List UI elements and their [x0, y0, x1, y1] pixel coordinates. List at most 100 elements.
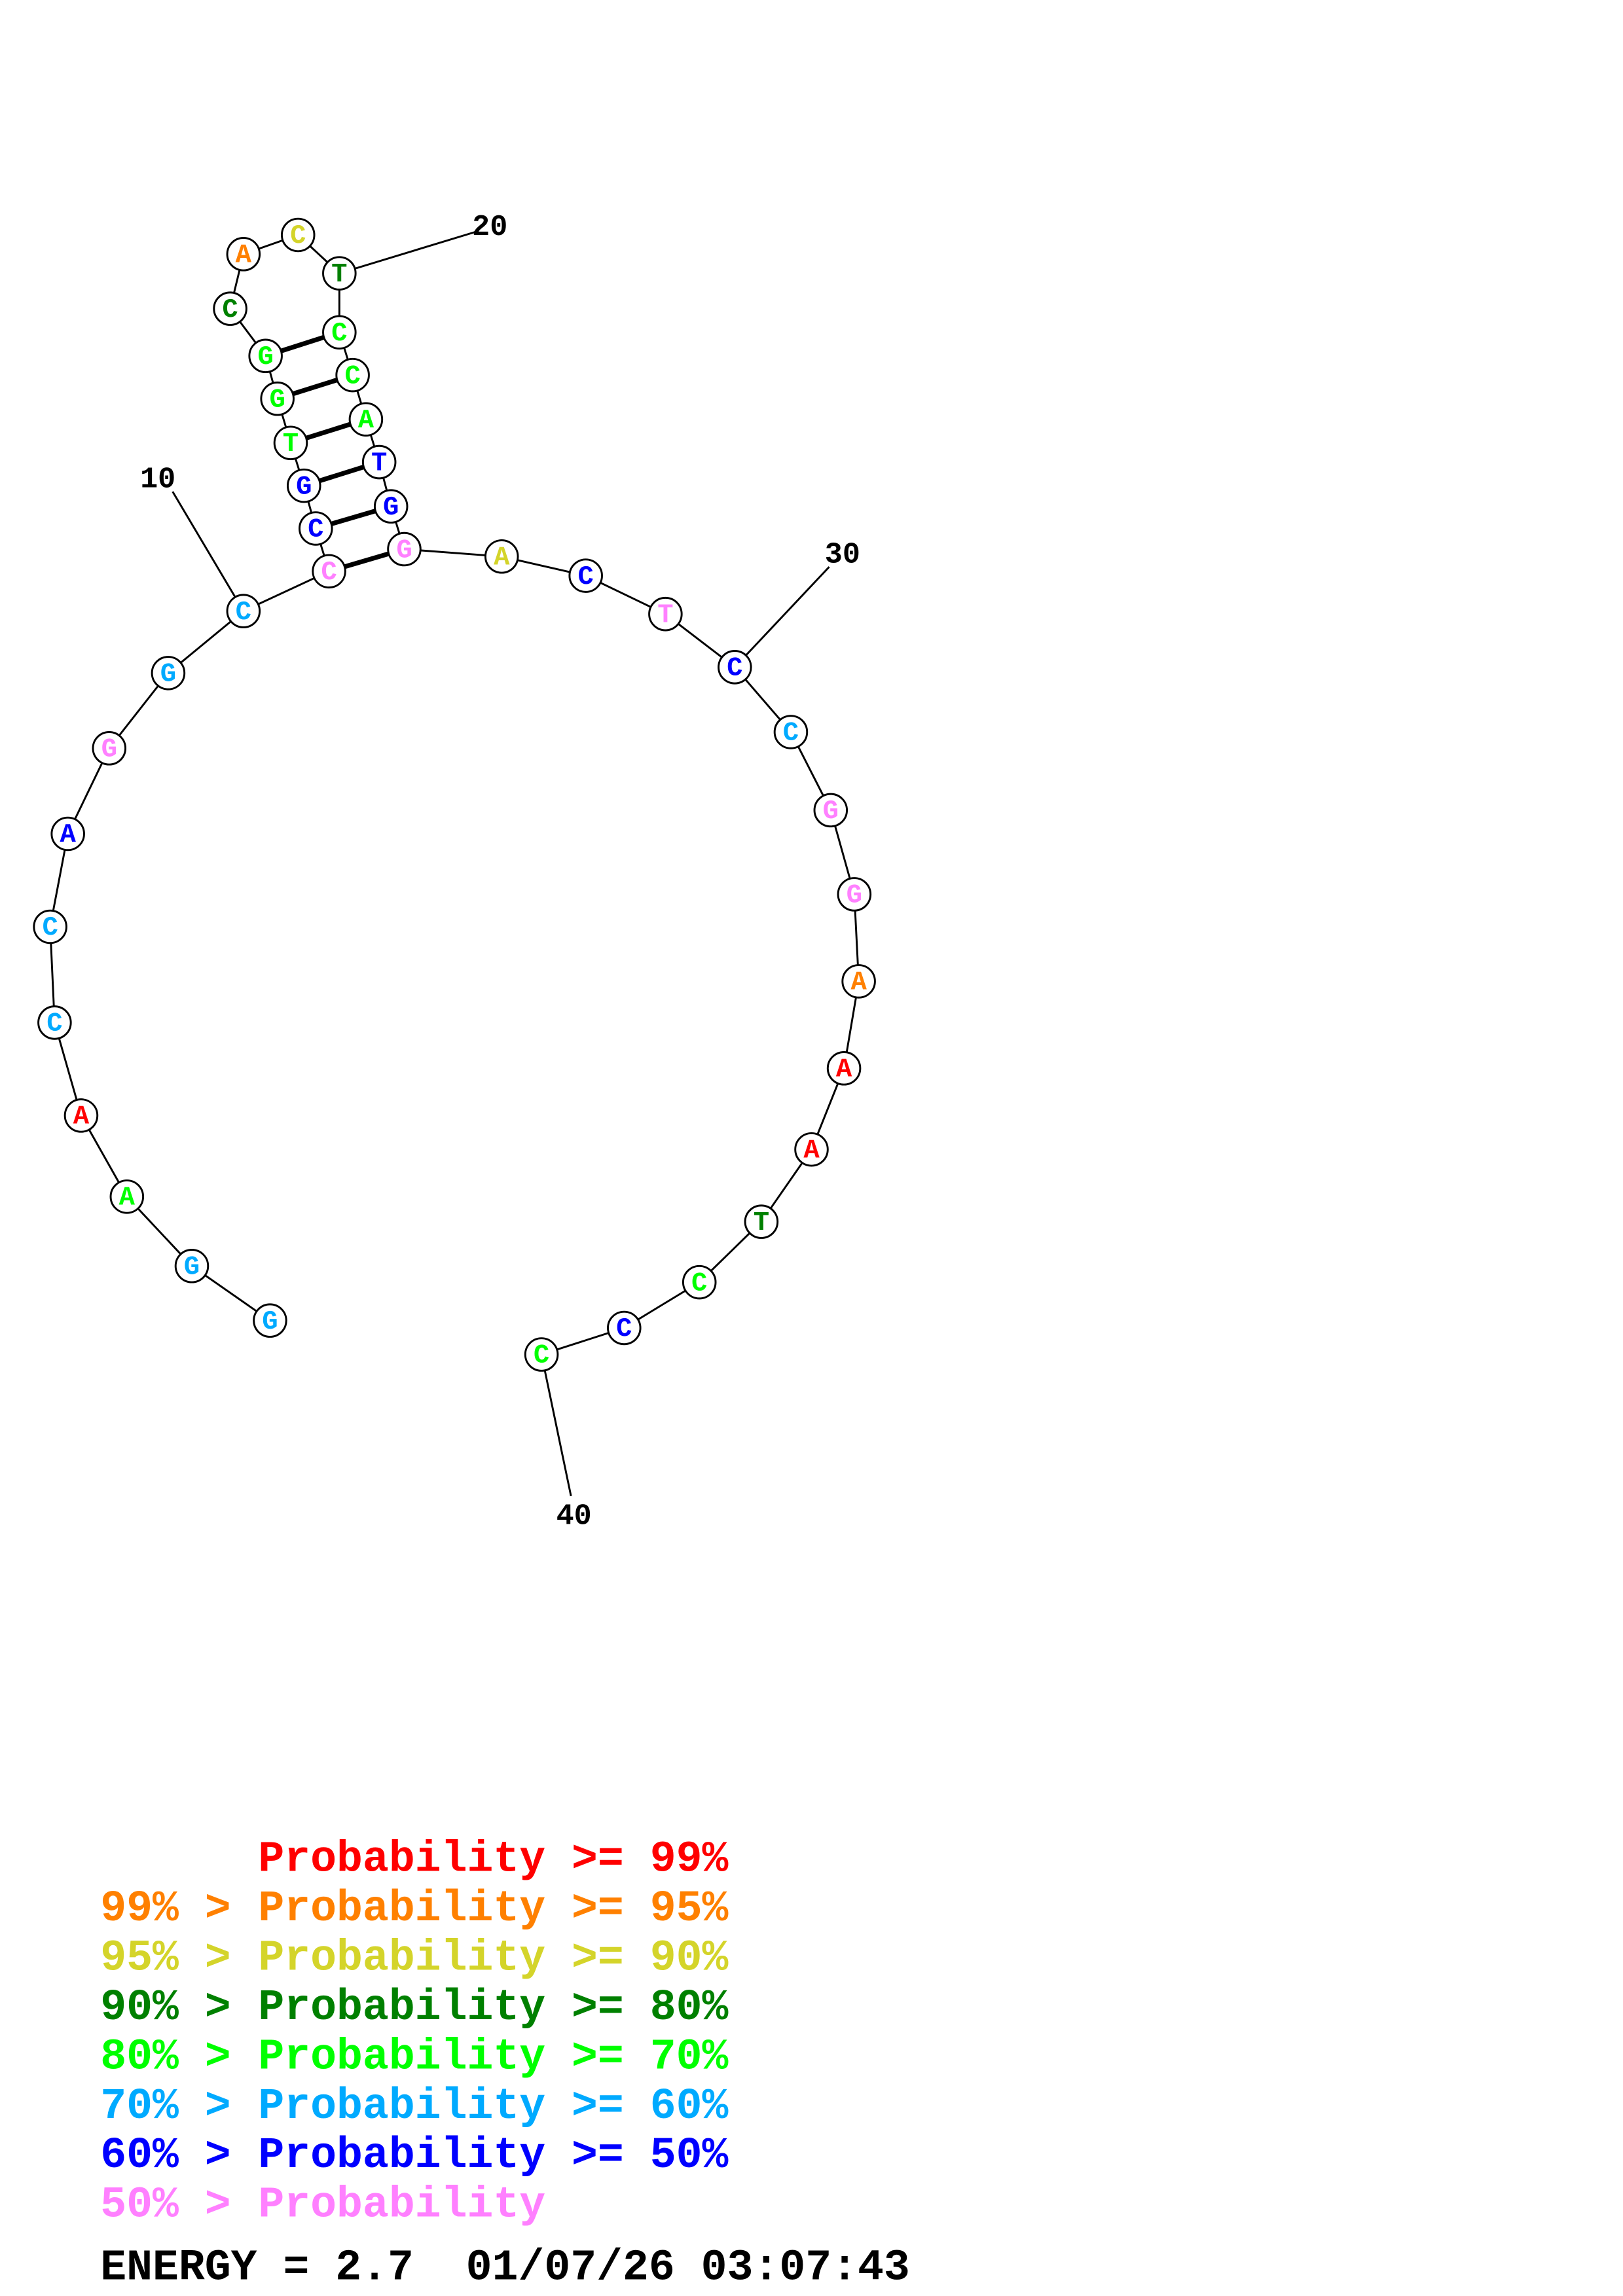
legend-prefix: 99% > [100, 1884, 230, 1933]
nucleotide-36: A [794, 1132, 829, 1167]
nucleotide-circle [37, 1005, 72, 1040]
nucleotide-circle [213, 291, 247, 326]
nucleotide-15: G [260, 381, 295, 416]
nucleotide-circle [837, 877, 872, 912]
nucleotide-circle [322, 256, 357, 291]
nucleotide-33: G [837, 877, 872, 912]
nucleotide-1: G [253, 1303, 287, 1338]
nucleotide-circle [174, 1249, 210, 1283]
nucleotide-40: C [524, 1337, 559, 1372]
nucleotide-circle [794, 1132, 829, 1167]
legend-label: Probability >= 99% [258, 1835, 728, 1884]
legend-label: Probability >= 70% [258, 2032, 728, 2081]
nucleotide-letter: T [371, 448, 387, 478]
nucleotide-letter: G [262, 1307, 278, 1337]
legend-prefix: 60% > [100, 2131, 230, 2180]
nucleotide-circle [718, 650, 752, 685]
legend-prefix: 80% > [100, 2032, 230, 2081]
nucleotide-letter: A [836, 1055, 852, 1085]
nucleotide-letter: T [283, 429, 299, 459]
nucleotide-letter: G [383, 493, 399, 523]
nucleotide-circle [322, 315, 357, 350]
nucleotide-circle [64, 1098, 99, 1133]
tick-line-40 [540, 1354, 572, 1497]
probability-legend: Probability >= 99%99% >Probability >= 95… [100, 1835, 728, 2229]
nucleotide-circle [312, 554, 346, 589]
nucleotide-circle [524, 1337, 559, 1372]
nucleotide-30: C [718, 650, 752, 685]
nucleotide-letter: G [184, 1253, 200, 1283]
nucleotide-letter: C [331, 319, 347, 349]
nucleotide-12: C [299, 511, 333, 546]
nucleotide-circle [109, 1179, 145, 1214]
nucleotide-circle [50, 816, 85, 852]
nucleotide-letter: T [657, 600, 673, 630]
nucleotide-8: G [92, 731, 127, 766]
nucleotide-37: T [744, 1204, 779, 1239]
tick-line-30 [734, 566, 830, 668]
nucleotide-letter: C [222, 295, 238, 325]
nucleotide-20: T [322, 256, 357, 291]
position-label-40: 40 [556, 1499, 592, 1534]
nucleotide-2: G [174, 1249, 210, 1283]
nucleotide-11: C [312, 554, 346, 589]
nucleotide-letter: C [290, 221, 306, 251]
nucleotide-letter: G [823, 797, 839, 827]
backbone [49, 234, 860, 1355]
legend-label: Probability >= 80% [258, 1983, 728, 2032]
nucleotide-letter: G [847, 881, 862, 911]
nucleotide-circle [841, 964, 876, 999]
nucleotide-28: C [568, 558, 603, 593]
nucleotide-circle [813, 793, 848, 828]
nucleotide-31: C [773, 715, 809, 749]
nucleotide-5: C [37, 1005, 72, 1040]
tick-line-20 [338, 231, 476, 274]
nucleotide-letter: A [358, 406, 374, 436]
nucleotide-circle [484, 539, 519, 574]
nucleotide-letter: G [396, 535, 412, 565]
nucleotide-letter: G [257, 342, 273, 372]
legend-label: Probability >= 60% [258, 2082, 728, 2131]
nucleotide-circle [226, 237, 261, 272]
nucleotide-circle [348, 402, 384, 437]
nucleotide-letter: C [578, 562, 594, 592]
nucleotide-16: G [248, 338, 283, 374]
nucleotide-19: C [280, 217, 316, 253]
nucleotide-circle [151, 656, 186, 691]
nucleotide-letter: C [308, 515, 323, 545]
legend-label: Probability [258, 2181, 545, 2230]
nucleotide-circle [361, 444, 397, 480]
nucleotide-circle [253, 1303, 287, 1338]
nucleotide-23: A [348, 402, 384, 437]
legend-prefix: 50% > [100, 2181, 230, 2230]
nucleotide-22: C [335, 357, 370, 393]
nucleotide-38: C [682, 1265, 717, 1300]
nucleotide-29: T [648, 596, 683, 632]
nucleotide-39: C [607, 1310, 642, 1346]
nucleotide-circle [682, 1265, 717, 1300]
nucleotide-circle [335, 357, 370, 393]
nucleotide-letter: C [42, 913, 58, 943]
nucleotide-letter: C [344, 361, 360, 391]
nucleotide-letter: C [534, 1341, 549, 1371]
nucleotide-letter: G [296, 472, 312, 502]
nucleotide-letter: T [754, 1208, 769, 1238]
nucleotide-circle [773, 715, 809, 749]
nucleotide-10: C [226, 594, 261, 628]
nucleotide-3: A [109, 1179, 145, 1214]
nucleotide-circle [648, 596, 683, 632]
nucleotide-letter: C [727, 654, 742, 684]
nucleotide-letter: A [119, 1183, 136, 1213]
nucleotide-35: A [826, 1051, 862, 1086]
nucleotide-letter: C [236, 598, 251, 628]
nucleotide-circle [826, 1051, 862, 1086]
nucleotide-circle [286, 468, 321, 503]
tick-line-10 [172, 491, 245, 612]
position-label-10: 10 [140, 462, 175, 496]
legend-prefix: 95% > [100, 1933, 230, 1982]
nucleotide-letter: A [803, 1136, 820, 1166]
nucleotide-circle [92, 731, 127, 766]
position-label-30: 30 [825, 537, 860, 571]
